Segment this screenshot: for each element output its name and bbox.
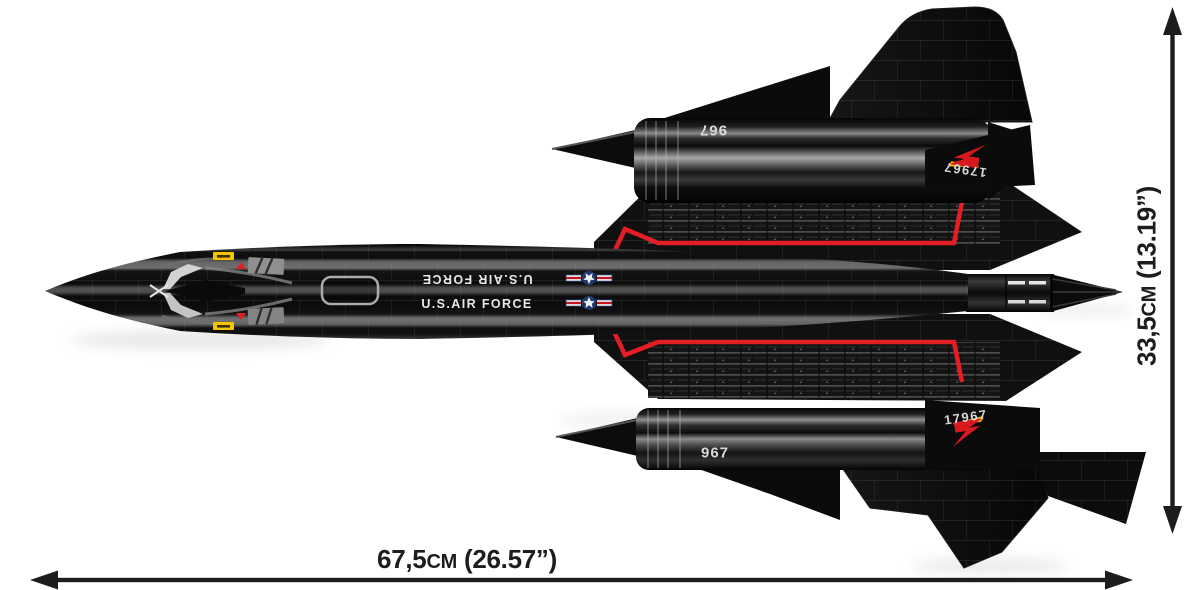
bottom-inlet-spike bbox=[556, 417, 642, 457]
width-imperial: (26.57”) bbox=[463, 544, 557, 574]
tail-cone bbox=[966, 274, 1123, 312]
aircraft-model: U.S.AIR FORCE U.S.AIR FORCE 967 967 1796… bbox=[45, 6, 1146, 569]
height-dimension-arrow bbox=[1163, 7, 1182, 534]
bottom-fin-face bbox=[925, 400, 1040, 470]
tail-number-top: 17967 bbox=[942, 159, 987, 180]
tail-logo-top: 17967 bbox=[942, 140, 988, 180]
top-outer-strake bbox=[655, 66, 830, 121]
height-unit: CM bbox=[1138, 286, 1161, 317]
refuel-port-outline bbox=[320, 275, 380, 306]
tail-number-bottom: 17967 bbox=[943, 407, 988, 428]
fuselage-marking-top: U.S.AIR FORCE bbox=[421, 272, 532, 286]
height-value: 33,5 bbox=[1131, 316, 1162, 366]
nacelle-number-bottom: 967 bbox=[701, 445, 729, 462]
red-triangle-top bbox=[236, 262, 246, 269]
bottom-red-outline bbox=[606, 320, 965, 383]
bottom-mesh-panel bbox=[648, 342, 1000, 398]
fuselage-marking-bottom: U.S.AIR FORCE bbox=[421, 297, 532, 311]
canopy-spine bbox=[165, 280, 245, 302]
height-imperial: (13.19”) bbox=[1131, 186, 1162, 280]
canopy-pane-top bbox=[163, 264, 203, 289]
tail-logo-bottom: 17967 bbox=[943, 407, 989, 447]
height-dimension-label: 33,5CM (13.19”) bbox=[1132, 186, 1163, 366]
top-engine-nacelle bbox=[551, 118, 1035, 203]
hatch-window-top bbox=[247, 257, 285, 275]
top-red-outline bbox=[606, 201, 965, 264]
width-dimension-label: 67,5CM (26.57”) bbox=[302, 544, 632, 575]
cockpit-details bbox=[149, 252, 380, 330]
hatch-window-bottom bbox=[247, 307, 285, 325]
width-unit: CM bbox=[426, 551, 457, 573]
red-triangle-bottom bbox=[236, 313, 246, 320]
width-value: 67,5 bbox=[377, 544, 427, 574]
nacelle-number-top: 967 bbox=[699, 122, 727, 139]
canopy-pane-bottom bbox=[163, 293, 203, 318]
top-fin-face bbox=[925, 125, 1035, 190]
width-dimension-arrow bbox=[30, 570, 1133, 590]
bottom-inner-elevon bbox=[690, 466, 840, 520]
top-inlet-spike bbox=[552, 129, 640, 169]
bottom-engine-nacelle bbox=[555, 400, 1040, 470]
